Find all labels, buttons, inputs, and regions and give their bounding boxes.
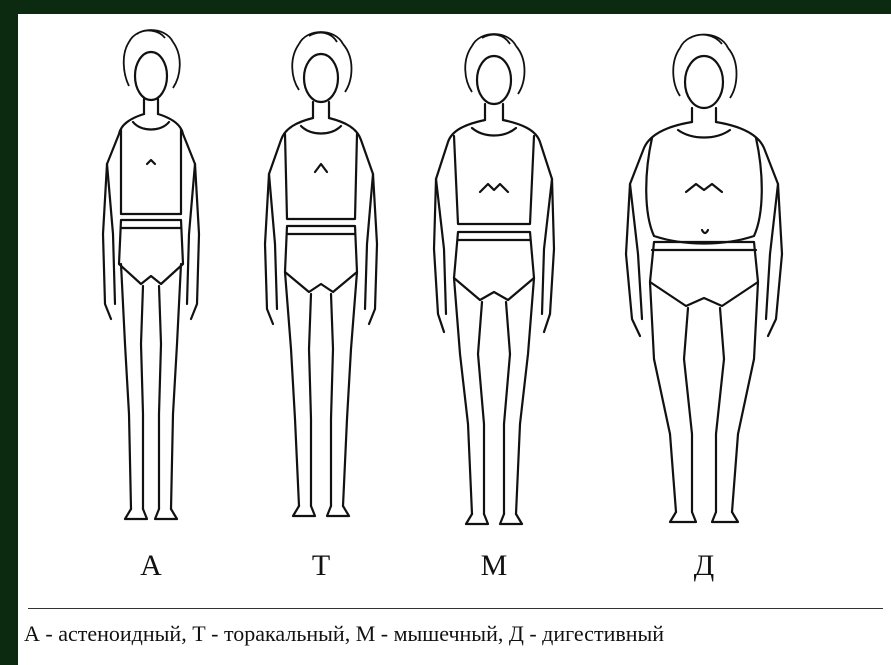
label-digestive: Д xyxy=(674,546,734,586)
figure-thoracic xyxy=(265,32,377,516)
label-muscular: М xyxy=(464,546,524,586)
divider-line xyxy=(28,608,883,609)
figure-digestive xyxy=(626,35,782,523)
illustration-sheet: .ink { fill: none; stroke: #111; stroke-… xyxy=(18,14,891,665)
label-thoracic: Т xyxy=(291,546,351,586)
body-types-illustration: .ink { fill: none; stroke: #111; stroke-… xyxy=(18,14,891,544)
figure-muscular xyxy=(434,34,554,524)
figure-asthenic xyxy=(103,30,199,519)
label-asthenic: А xyxy=(121,546,181,586)
legend-caption: А - астеноидный, Т - торакальный, М - мы… xyxy=(24,617,884,651)
